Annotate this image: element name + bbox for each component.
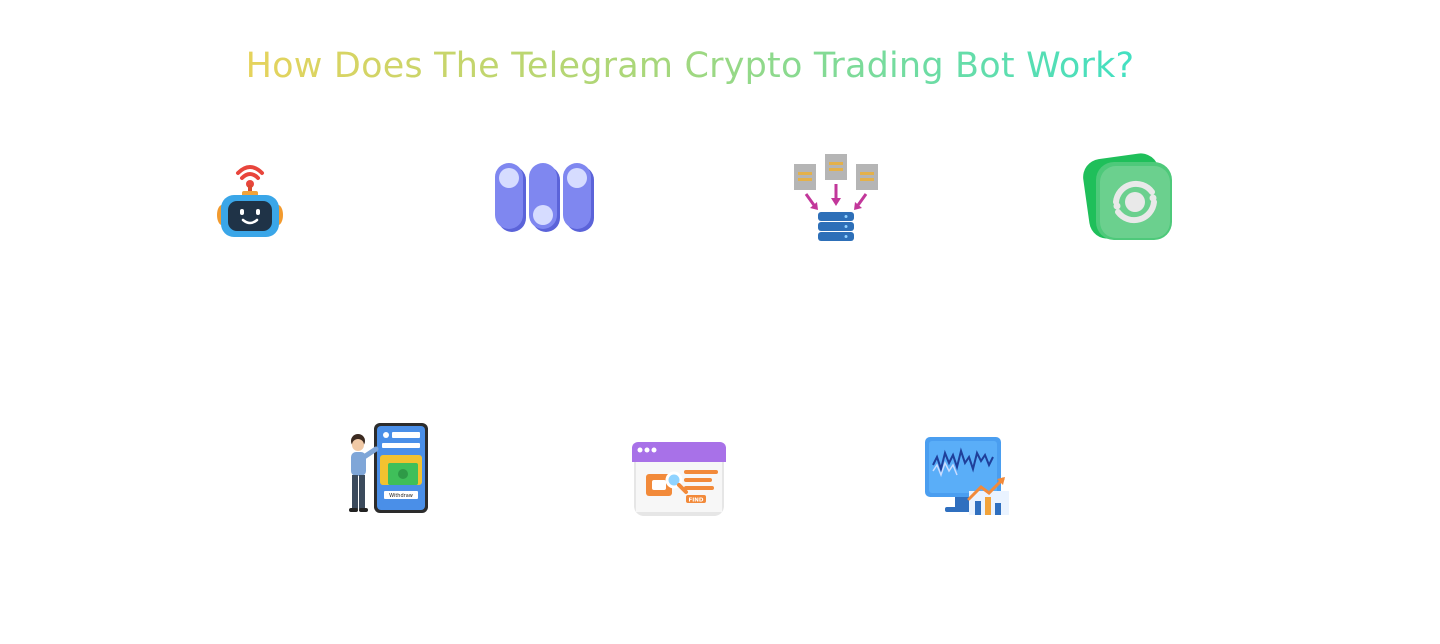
browser-search-find-icon: FIND <box>630 440 728 518</box>
person-phone-withdraw-icon: Withdraw <box>344 421 430 515</box>
find-label: FIND <box>689 498 704 504</box>
documents-to-database-icon <box>792 152 882 242</box>
monitor-trading-chart-icon <box>923 435 1015 517</box>
robot-antenna-icon <box>216 155 284 239</box>
page-title: How Does The Telegram Crypto Trading Bot… <box>245 46 1135 86</box>
green-sync-app-icon <box>1082 152 1176 242</box>
toggle-switches-icon <box>492 160 596 236</box>
withdraw-label: Withdraw <box>389 493 413 499</box>
